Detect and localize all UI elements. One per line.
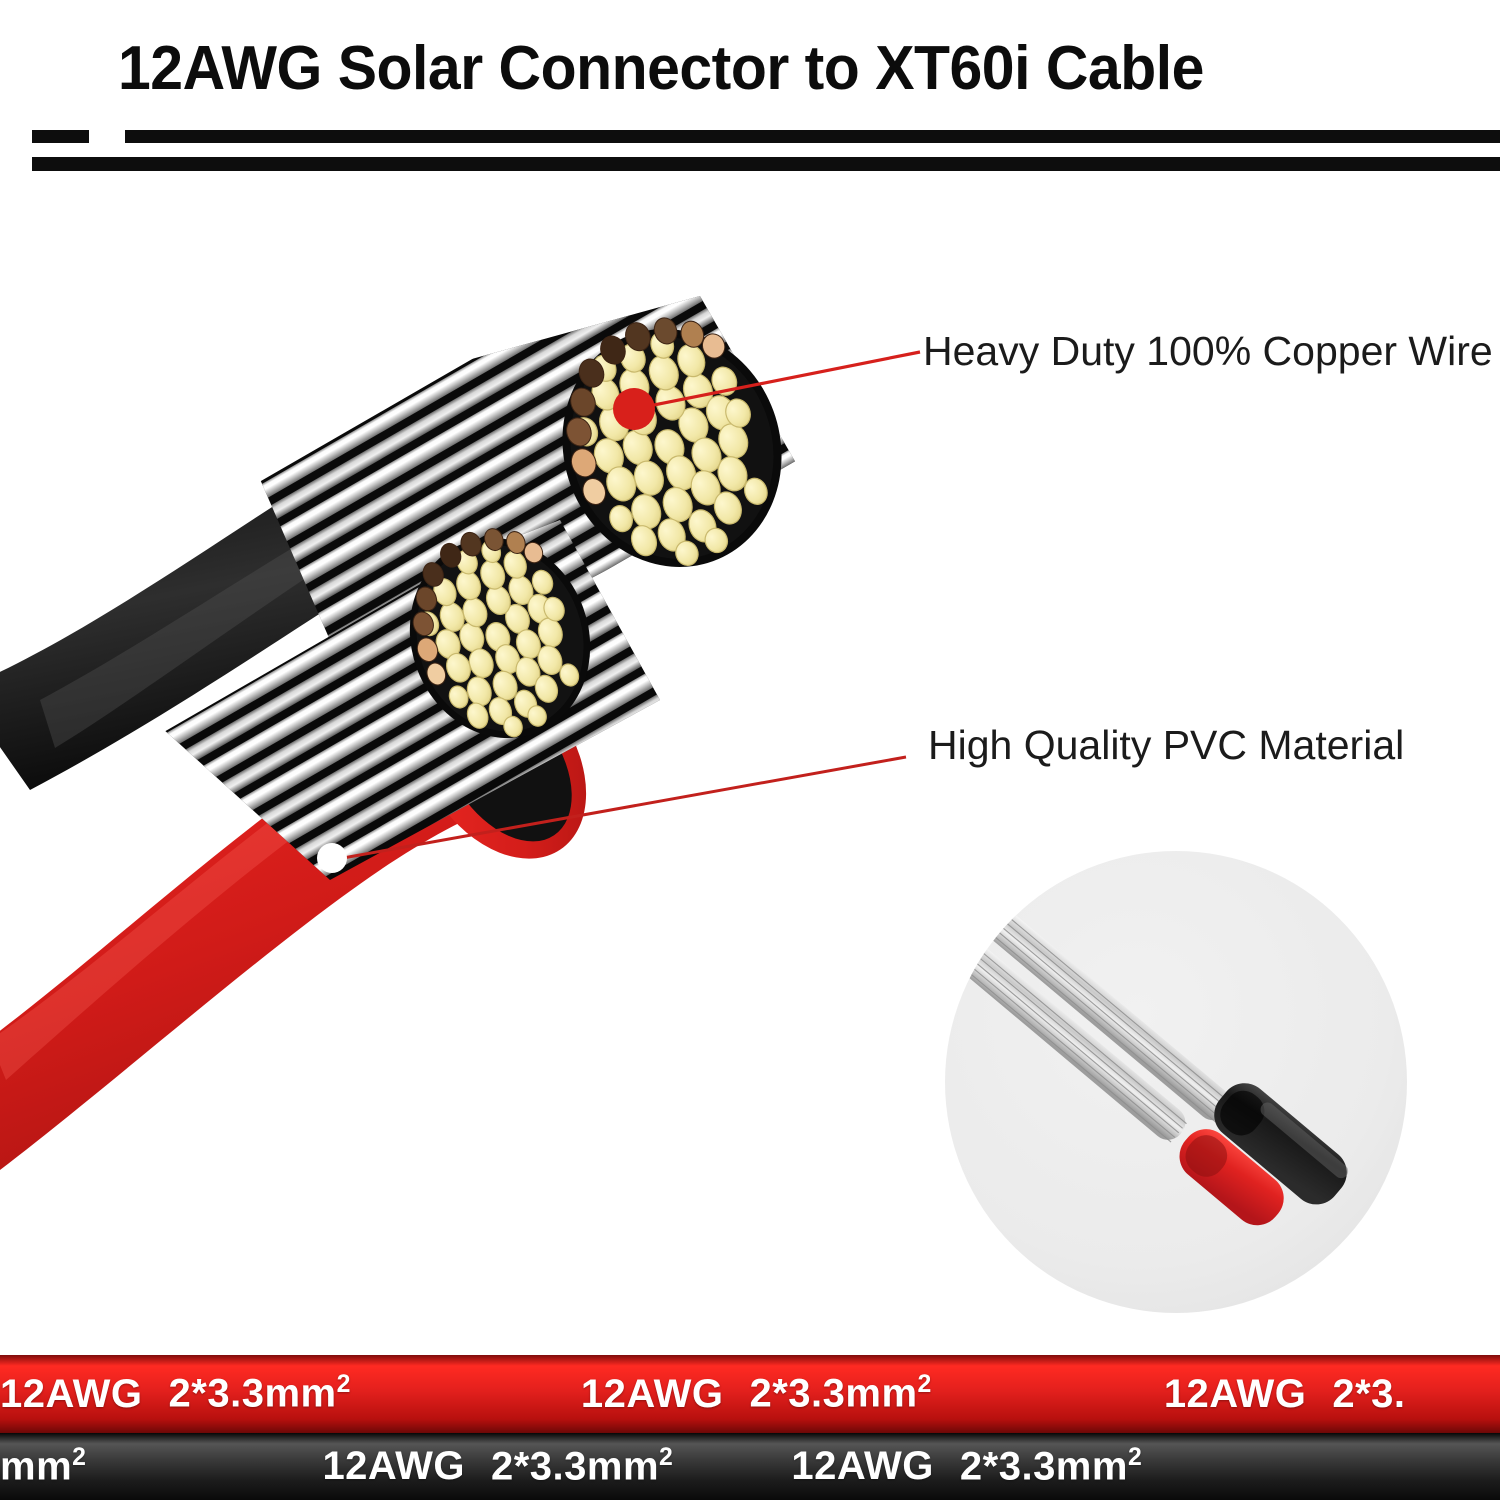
black-cable-label-strip: mm2 12AWG 2*3.3mm2 12AWG 2*3.3mm2 xyxy=(0,1433,1500,1500)
red-cable-label-strip: 12AWG 2*3.3mm2 12AWG 2*3.3mm2 12AWG 2*3. xyxy=(0,1355,1500,1433)
title-rule-stub xyxy=(32,130,89,143)
strip-awg-label: 12AWG xyxy=(0,1371,143,1416)
title-rule-upper xyxy=(125,130,1500,143)
callout-leader-lines xyxy=(317,350,921,873)
copper-cross-section-lower xyxy=(409,528,591,739)
strip-size-label: 2*3.3mm2 xyxy=(168,1371,351,1416)
strip-size-label: 2*3.3mm2 xyxy=(959,1443,1143,1489)
red-dot-marker xyxy=(613,388,655,430)
callout-label-copper: Heavy Duty 100% Copper Wire xyxy=(923,328,1493,374)
strip-awg-label: 12AWG xyxy=(580,1371,724,1416)
callout-label-pvc: High Quality PVC Material xyxy=(928,722,1405,768)
white-dot-marker xyxy=(317,843,347,873)
strip-awg-label: 12AWG xyxy=(791,1444,934,1488)
strip-awg-label: 12AWG xyxy=(1163,1371,1307,1416)
strip-size-label: 2*3.3mm2 xyxy=(490,1443,674,1489)
strip-size-label: mm2 xyxy=(0,1443,87,1489)
strip-size-label: 2*3. xyxy=(1332,1371,1406,1416)
strip-awg-label: 12AWG xyxy=(322,1444,465,1488)
title-rule-lower xyxy=(32,157,1500,171)
leader-line-pvc xyxy=(331,755,907,862)
inset-circle-group xyxy=(945,851,1407,1313)
page-title: 12AWG Solar Connector to XT60i Cable xyxy=(118,34,1204,103)
strip-size-label: 2*3.3mm2 xyxy=(749,1371,932,1416)
leader-line-copper xyxy=(633,350,921,411)
